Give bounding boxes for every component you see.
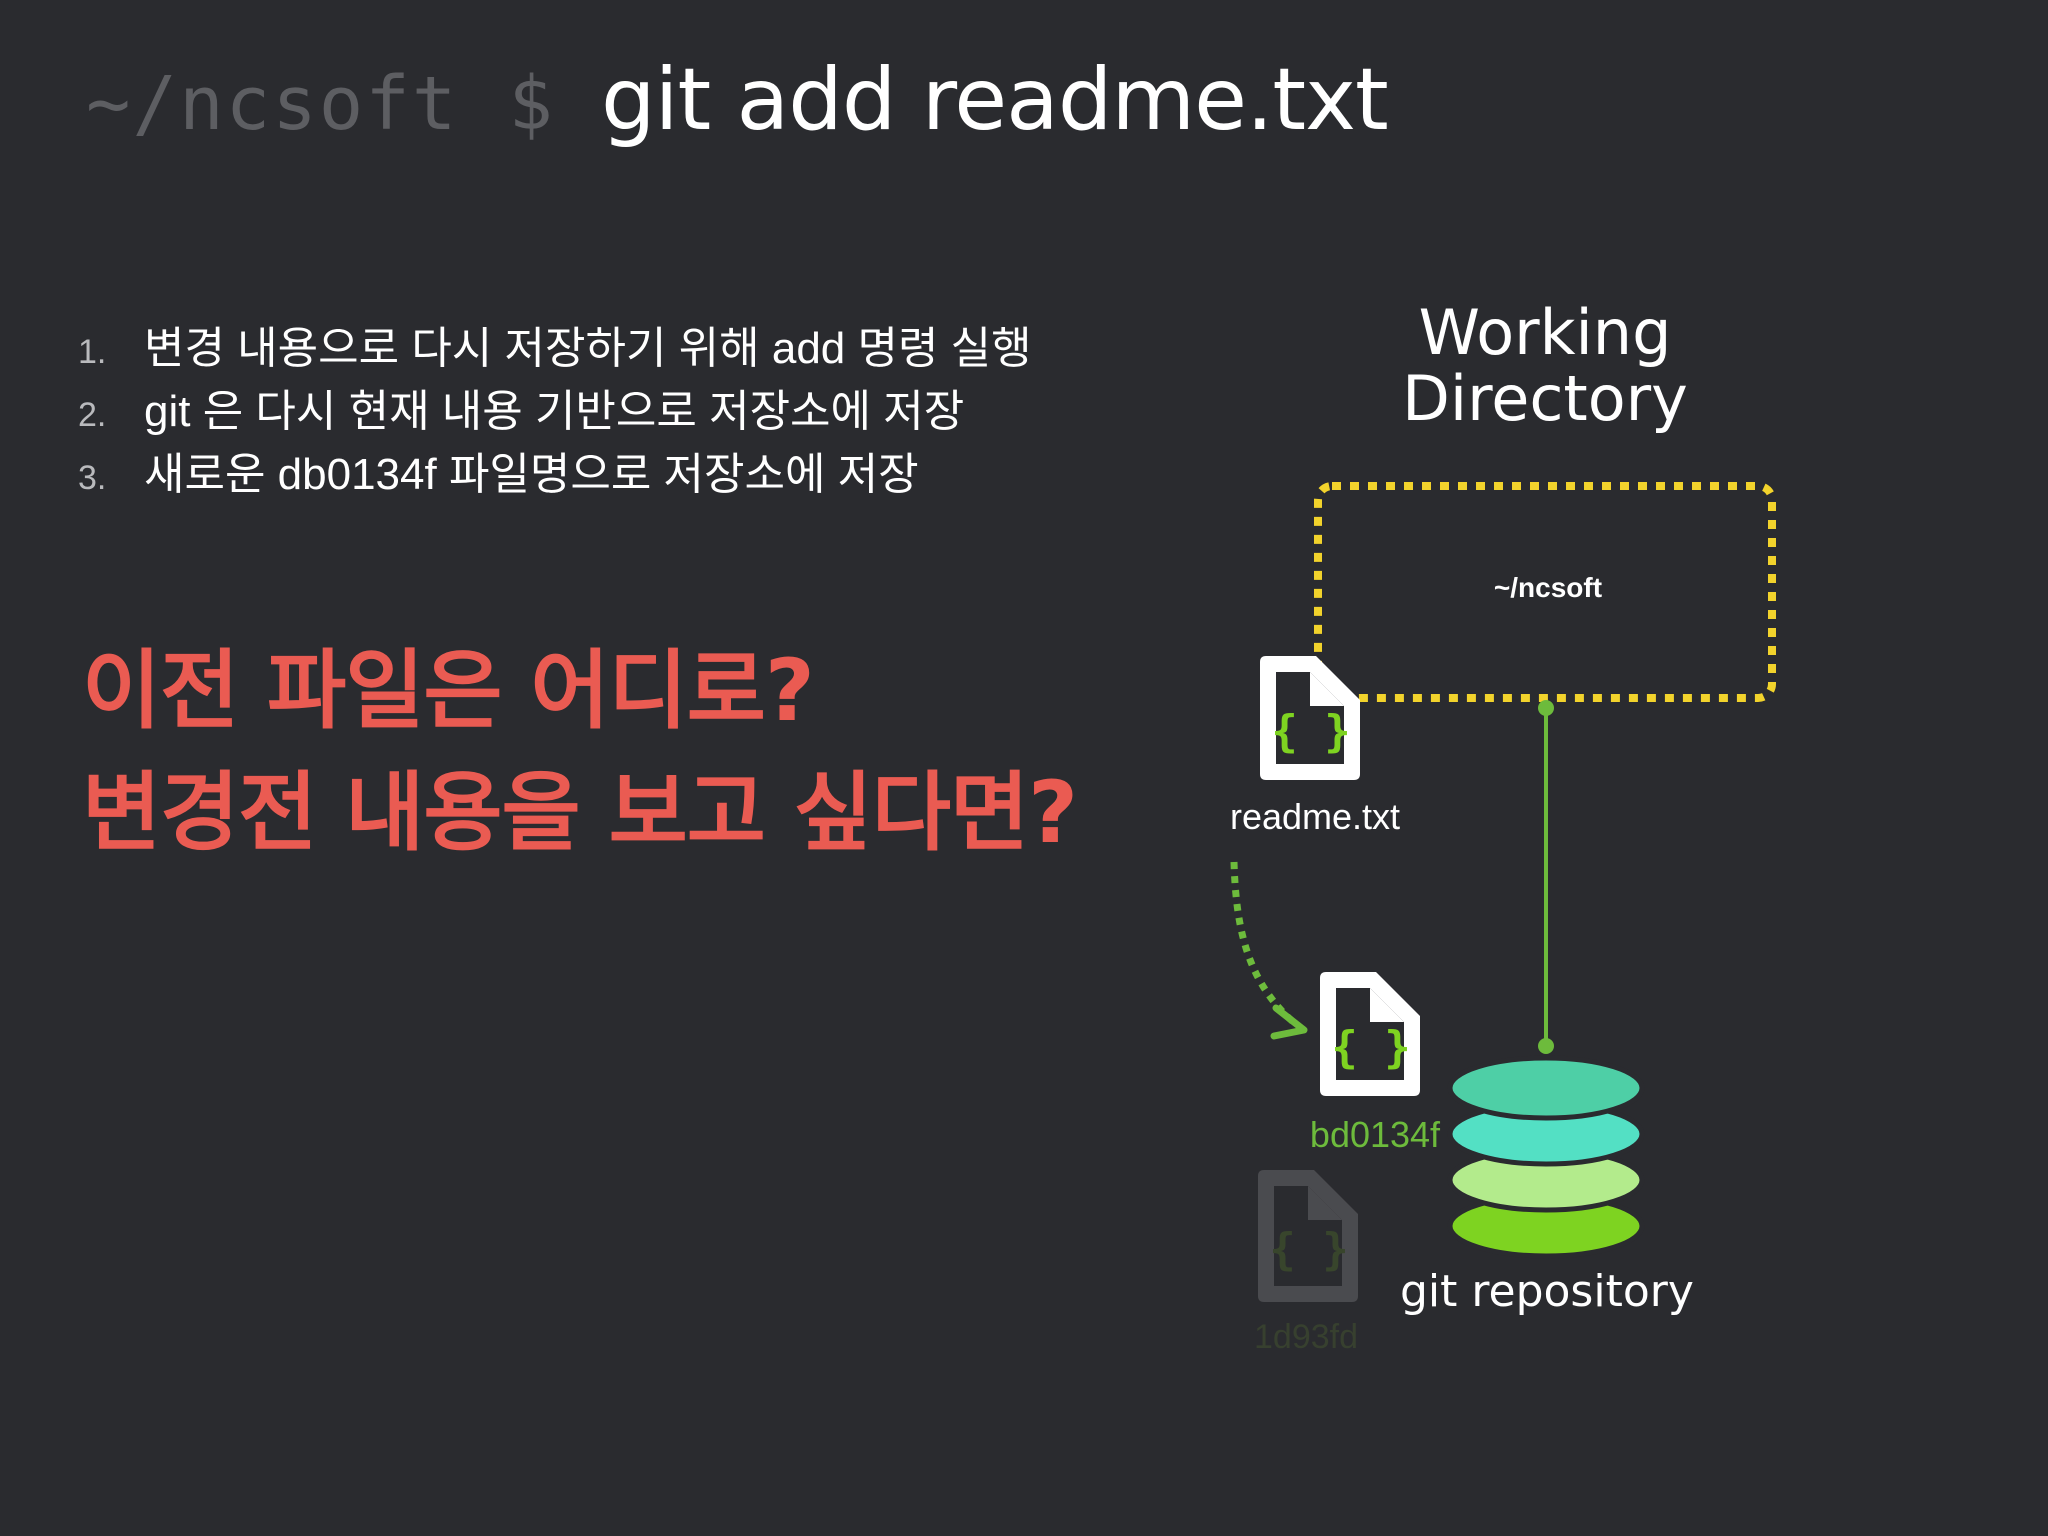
prompt-dollar: $ (508, 61, 553, 147)
command-line: ~/ncsoft $ git add readme.txt (86, 50, 1389, 170)
connector-dot-bottom (1538, 1038, 1554, 1054)
list-item: 2. git 은 다시 현재 내용 기반으로 저장소에 저장 (78, 375, 1032, 438)
question-view-old-content: 변경전 내용을 보고 싶다면? (82, 763, 1078, 863)
working-directory-title: Working Directory (1360, 300, 1730, 432)
database-icon (1447, 1055, 1645, 1259)
new-blob-braces: { } (1331, 1022, 1410, 1073)
file-icon-readme (1260, 656, 1360, 780)
connector-dot-top (1538, 700, 1554, 716)
step-number: 2. (78, 396, 107, 434)
dotted-arrow-path (1230, 861, 1301, 1029)
prompt-path: ~/ncsoft (86, 61, 459, 147)
file-icon-new-blob (1320, 972, 1420, 1096)
step-number: 3. (78, 459, 107, 497)
step-text: git 은 다시 현재 내용 기반으로 저장소에 저장 (144, 387, 965, 436)
git-command: git add readme.txt (600, 50, 1389, 150)
steps-list: 1. 변경 내용으로 다시 저장하기 위해 add 명령 실행 2. git 은… (78, 312, 1032, 501)
list-item: 1. 변경 내용으로 다시 저장하기 위해 add 명령 실행 (78, 312, 1032, 375)
list-item: 3. 새로운 db0134f 파일명으로 저장소에 저장 (78, 438, 1032, 501)
readme-label: readme.txt (1229, 796, 1401, 837)
old-blob-label: 1d93fd (1254, 1318, 1358, 1356)
working-directory-title-line1: Working (1418, 296, 1672, 369)
file-icon-old-blob (1258, 1170, 1358, 1302)
new-blob-label: bd0134f (1309, 1114, 1441, 1155)
step-text: 새로운 db0134f 파일명으로 저장소에 저장 (144, 450, 919, 499)
arrow-head-icon (1270, 1004, 1308, 1040)
working-directory-box (1314, 482, 1776, 702)
old-blob-braces: { } (1269, 1224, 1348, 1275)
readme-braces: { } (1271, 706, 1350, 757)
step-number: 1. (78, 333, 107, 371)
question-previous-file: 이전 파일은 어디로? (82, 641, 815, 741)
step-text: 변경 내용으로 다시 저장하기 위해 add 명령 실행 (144, 324, 1032, 373)
working-directory-title-line2: Directory (1402, 362, 1688, 435)
repository-label: git repository (1400, 1266, 1694, 1317)
working-directory-path: ~/ncsoft (1493, 572, 1603, 603)
